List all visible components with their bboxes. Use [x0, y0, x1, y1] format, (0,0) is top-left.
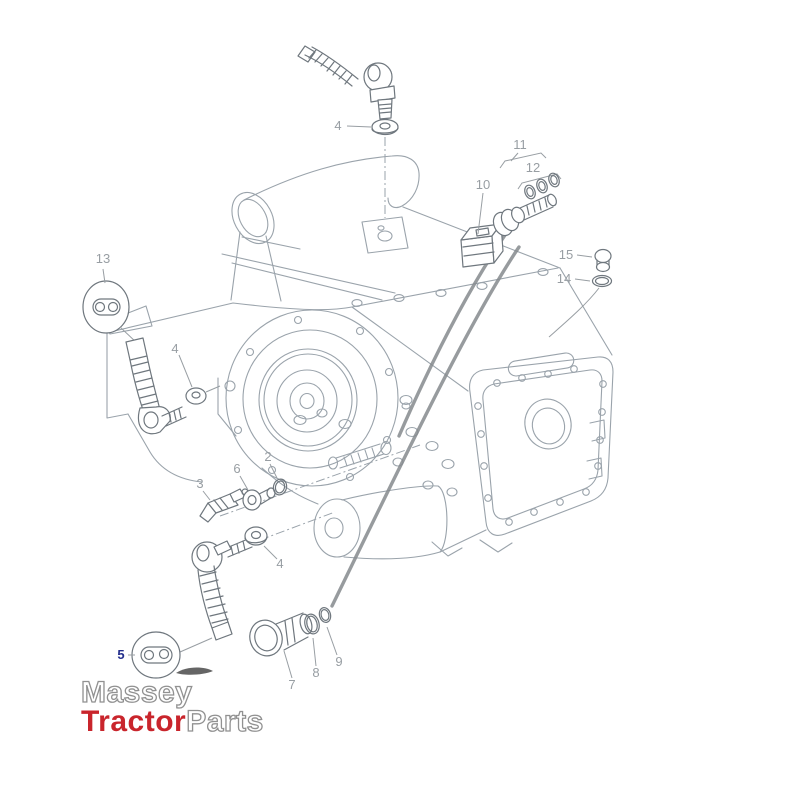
part-label-3[interactable]: 3	[196, 476, 203, 491]
part-5-hose	[128, 511, 336, 679]
part-label-11[interactable]: 11	[513, 137, 527, 152]
callout-labels: 4 11 12 10 15 14 13 4 2 6 3 4 5 7 8 9	[96, 118, 573, 692]
part-label-14[interactable]: 14	[557, 271, 571, 286]
part-label-5[interactable]: 5	[117, 647, 124, 662]
part-label-4[interactable]: 4	[276, 556, 283, 571]
part-15-plug	[548, 248, 613, 338]
transmission-housing-drawing	[104, 155, 614, 560]
routing-sweep-lines	[330, 233, 521, 608]
part-label-9[interactable]: 9	[335, 654, 342, 669]
part-label-6[interactable]: 6	[233, 461, 240, 476]
part-label-2[interactable]: 2	[264, 449, 271, 464]
part-label-10[interactable]: 10	[476, 177, 490, 192]
part-hose-top	[297, 45, 399, 218]
part-11-valve	[492, 152, 562, 237]
part-13-hose	[82, 268, 221, 435]
part-3-sensor	[199, 444, 421, 523]
watermark-word-tractorparts: TractorParts	[81, 705, 264, 738]
part-label-8[interactable]: 8	[312, 665, 319, 680]
part-label-7[interactable]: 7	[288, 677, 295, 692]
part-label-4[interactable]: 4	[334, 118, 341, 133]
watermark-logo: Massey TractorParts	[80, 667, 264, 739]
part-label-13[interactable]: 13	[96, 251, 110, 266]
part-label-12[interactable]: 12	[526, 160, 540, 175]
watermark-word-massey: Massey	[81, 676, 192, 709]
watermark-swoosh	[176, 667, 213, 675]
part-label-4[interactable]: 4	[171, 341, 178, 356]
part-7-plug	[249, 607, 338, 679]
part-label-15[interactable]: 15	[559, 247, 573, 262]
